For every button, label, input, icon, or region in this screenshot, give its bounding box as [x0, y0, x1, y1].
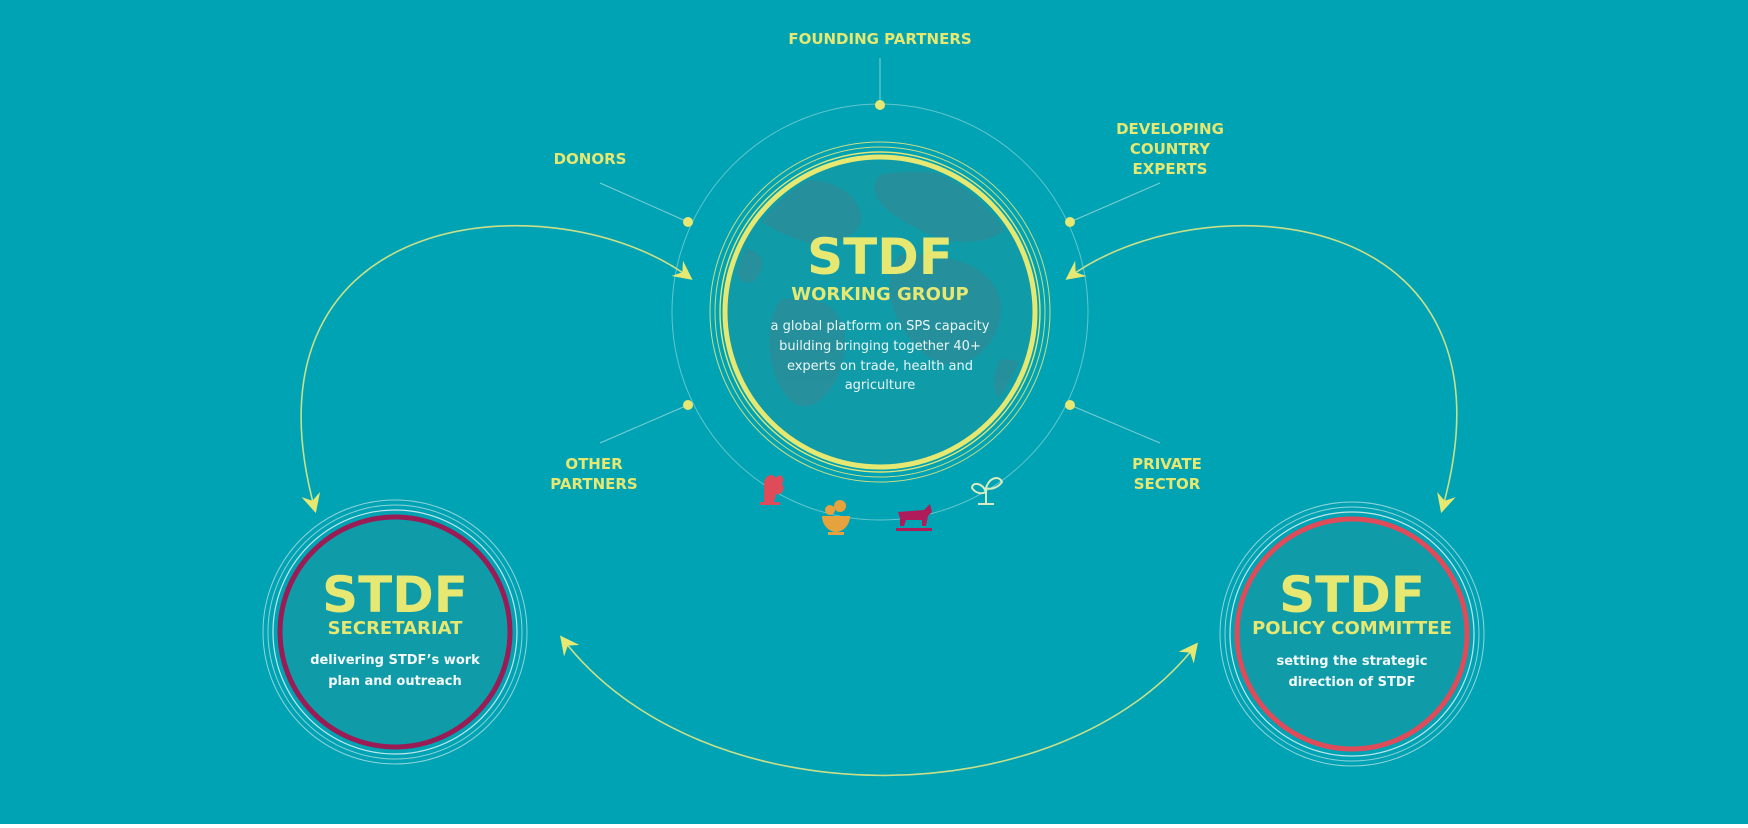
food-safety-icon	[822, 500, 850, 535]
arrow-working-group-to-secretariat	[300, 224, 693, 514]
policy-committee-desc-line1: setting the strategic	[1277, 654, 1428, 669]
working-group-subtitle: WORKING GROUP	[791, 284, 969, 305]
label-other-partners-line2: PARTNERS	[550, 475, 638, 493]
working-group-desc-line4: agriculture	[845, 378, 916, 393]
secretariat-subtitle: SECRETARIAT	[328, 618, 464, 639]
arrow-working-group-to-policy-committee	[1065, 224, 1458, 514]
working-group-circle	[709, 141, 1051, 483]
secretariat-circle	[262, 499, 528, 765]
working-group-desc-line1: a global platform on SPS capacity	[771, 319, 990, 334]
label-private-sector-line1: PRIVATE	[1132, 455, 1202, 473]
policy-committee-title: STDF	[1279, 566, 1425, 624]
working-group-title: STDF	[807, 228, 953, 286]
label-founding-partners: FOUNDING PARTNERS	[788, 30, 971, 48]
policy-committee-desc-line2: direction of STDF	[1288, 675, 1415, 690]
secretariat-title: STDF	[322, 566, 468, 624]
policy-committee-circle	[1219, 501, 1485, 767]
secretariat-desc-line1: delivering STDF’s work	[310, 653, 480, 668]
label-developing-line3: EXPERTS	[1133, 160, 1208, 178]
label-developing-line2: COUNTRY	[1130, 140, 1211, 158]
plant-health-icon	[760, 475, 784, 505]
animal-health-icon	[896, 504, 932, 531]
working-group-desc-line3: experts on trade, health and	[787, 359, 973, 374]
label-private-sector-line2: SECTOR	[1134, 475, 1201, 493]
arrow-secretariat-to-policy-committee	[560, 635, 1198, 777]
label-developing-line1: DEVELOPING	[1116, 120, 1224, 138]
secretariat-desc-line2: plan and outreach	[328, 674, 462, 689]
policy-committee-subtitle: POLICY COMMITTEE	[1252, 618, 1452, 639]
label-other-partners-line1: OTHER	[565, 455, 623, 473]
seedling-icon	[970, 477, 1004, 505]
working-group-desc-line2: building bringing together 40+	[779, 339, 981, 354]
flow-arrows	[300, 224, 1458, 777]
label-donors: DONORS	[554, 150, 627, 168]
